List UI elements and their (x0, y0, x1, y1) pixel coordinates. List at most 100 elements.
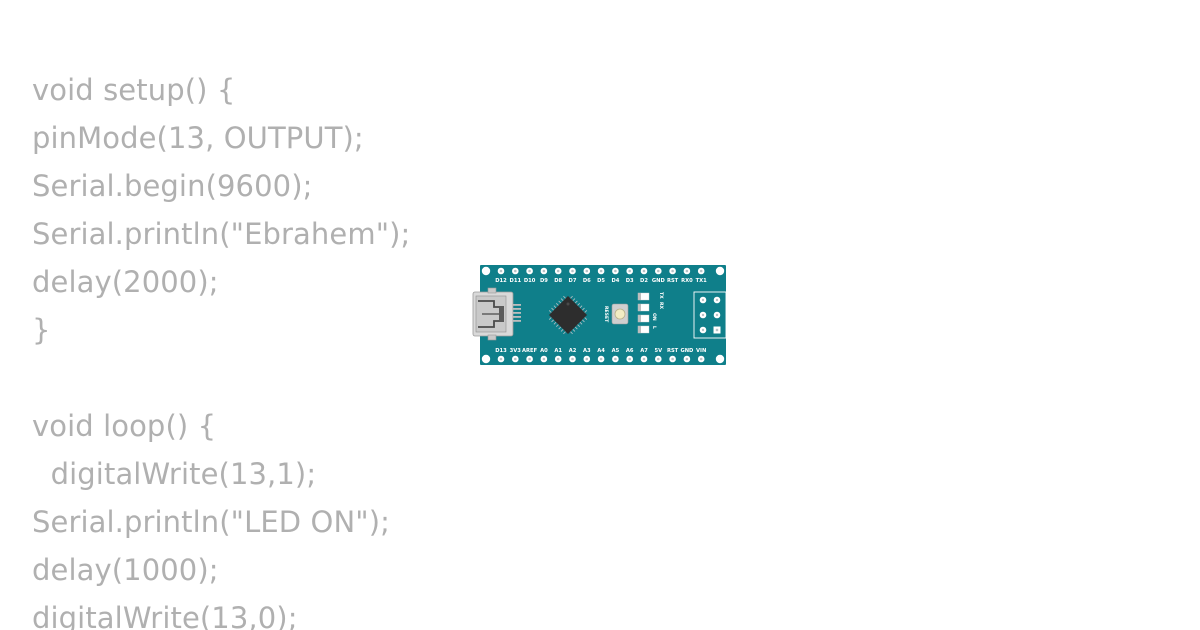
pin-label: D11 (510, 278, 522, 284)
pin-label: D2 (640, 278, 648, 284)
pin-label: RST (667, 348, 679, 354)
chip-leg (574, 300, 578, 304)
reset-button[interactable] (611, 303, 629, 325)
chip-leg (581, 307, 585, 311)
chip-leg (577, 303, 580, 306)
pin-label: A1 (554, 348, 562, 354)
pin-label: RX0 (681, 278, 693, 284)
header-pin-hole (628, 357, 631, 361)
header-pin-hole (556, 269, 560, 273)
chip-leg (553, 321, 557, 325)
led-label-rx: RX (658, 302, 664, 310)
mounting-hole (481, 266, 491, 276)
header-pin-hole (599, 357, 603, 361)
reset-label: RESET (603, 306, 609, 323)
code-line: } (32, 313, 51, 347)
pin-label: D4 (611, 278, 619, 284)
microcontroller-chip (548, 295, 588, 335)
chip-leg (560, 298, 564, 302)
pin-label: 5V (654, 348, 662, 354)
pin-label: 3V3 (510, 348, 522, 354)
mounting-hole (715, 354, 725, 364)
bottom-pin-header (497, 355, 705, 363)
pin-label: A5 (612, 348, 620, 354)
header-pin-hole (599, 269, 603, 273)
status-leds (637, 292, 650, 334)
code-line: delay(1000); (32, 553, 219, 587)
chip-leg (579, 305, 583, 309)
code-line: Serial.println("LED ON"); (32, 505, 390, 539)
header-pin-hole (685, 269, 689, 273)
icsp-header (693, 291, 727, 339)
code-line: void loop() { (32, 409, 217, 443)
pin-label: A3 (583, 348, 591, 354)
pin-label: TX1 (696, 278, 708, 284)
board-pcb (480, 265, 726, 365)
mounting-hole (715, 266, 725, 276)
pin-label: D10 (524, 278, 536, 284)
header-pin-hole (542, 269, 546, 273)
chip-leg (553, 305, 557, 309)
pin-label: A2 (569, 348, 577, 354)
chip-leg (572, 328, 576, 332)
usb-connector (472, 287, 521, 341)
header-pin-hole (699, 269, 703, 273)
header-pin-hole (571, 269, 574, 273)
header-pin-hole (642, 269, 646, 273)
header-pin-hole (657, 269, 660, 273)
pin-label: RST (667, 278, 679, 284)
header-pin-hole (528, 357, 531, 361)
header-pin-hole (585, 357, 589, 361)
pin-label: VIN (696, 348, 706, 354)
chip-leg (584, 310, 588, 313)
header-pin-hole (542, 357, 546, 361)
chip-leg (548, 310, 552, 313)
chip-leg (548, 317, 552, 320)
chip-leg (581, 319, 585, 323)
pin-label: A4 (597, 348, 605, 354)
chip-leg (563, 331, 566, 335)
chip-leg (577, 324, 580, 327)
pin-label: D6 (583, 278, 591, 284)
led-label-on: ON (651, 313, 657, 321)
pin-label: D8 (554, 278, 562, 284)
header-pin-hole (671, 357, 674, 361)
chip-leg (560, 328, 564, 332)
chip-leg (551, 307, 555, 311)
header-pin-hole (699, 357, 703, 361)
header-pin-hole (614, 357, 617, 361)
code-line: pinMode(13, OUTPUT); (32, 121, 364, 155)
pin-label: D13 (495, 348, 507, 354)
code-line: digitalWrite(13,0); (32, 601, 298, 630)
header-pin-hole (671, 269, 674, 273)
header-pin-hole (556, 357, 560, 361)
header-pin-hole (628, 269, 631, 273)
header-pin-hole (499, 357, 503, 361)
header-pin-hole (514, 357, 517, 361)
pin-label: D7 (569, 278, 577, 284)
pin-label: D3 (626, 278, 634, 284)
chip-leg (556, 324, 559, 327)
code-line: Serial.println("Ebrahem"); (32, 217, 411, 251)
chip-leg (563, 295, 566, 299)
code-line: Serial.begin(9600); (32, 169, 313, 203)
mounting-hole (481, 354, 491, 364)
pin-label: D5 (597, 278, 605, 284)
header-pin-hole (585, 269, 589, 273)
chip-leg (558, 300, 562, 304)
header-pin-hole (685, 357, 689, 361)
pin-label: A7 (640, 348, 648, 354)
pin-label: A6 (626, 348, 634, 354)
pin-label: GND (680, 348, 694, 354)
header-pin-hole (614, 269, 617, 273)
chip-leg (570, 295, 573, 299)
code-line: digitalWrite(13,1); (32, 457, 317, 491)
chip-leg (551, 319, 555, 323)
chip-leg (584, 317, 588, 320)
header-pin-hole (642, 357, 646, 361)
